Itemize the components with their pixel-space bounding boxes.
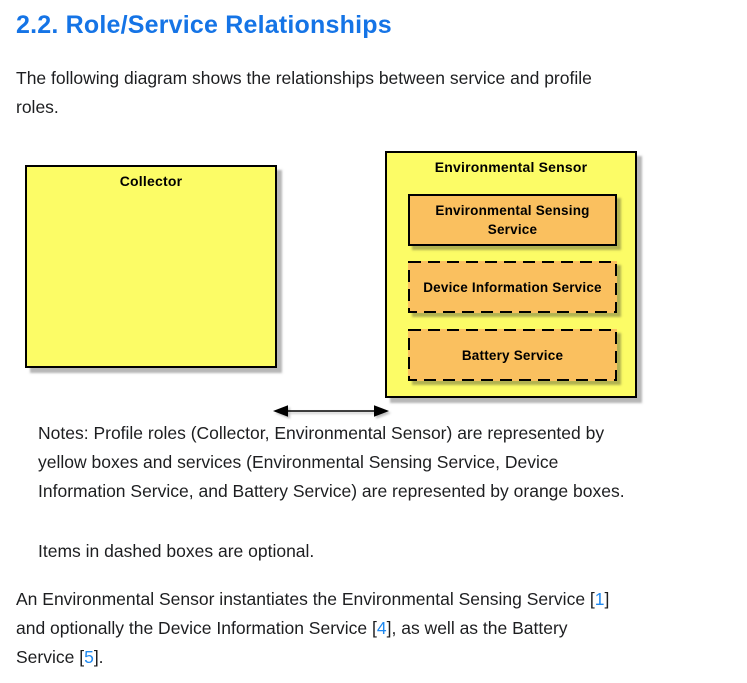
text-line: The following diagram shows the relation… [16,68,592,88]
text-line: roles. [16,97,59,117]
environmental-sensor-role-box: Environmental Sensor Environmental Sensi… [385,151,637,398]
closing-paragraph: An Environmental Sensor instantiates the… [16,585,609,672]
text-line: and optionally the Device Information Se… [16,614,609,643]
text-line: Notes: Profile roles (Collector, Environ… [38,423,605,443]
text-segment: An Environmental Sensor instantiates the… [16,589,595,609]
text-line: An Environmental Sensor instantiates the… [16,585,609,614]
service-label: Environmental Sensing Service [435,203,590,237]
collector-label: Collector [119,173,183,189]
role-service-diagram: Collector Environmental Sensor Environme… [0,145,747,417]
service-label: Device Information Service [423,279,602,295]
text-segment: Service [ [16,647,85,667]
text-segment: ]. [93,647,104,667]
reference-link-1[interactable]: 1 [594,589,605,609]
text-line: yellow boxes and services (Environmental… [38,452,559,472]
reference-link-5[interactable]: 5 [84,647,94,667]
text-segment: and optionally the Device Information Se… [16,618,377,638]
environmental-sensor-label: Environmental Sensor [434,159,588,175]
notes-paragraph: Notes: Profile roles (Collector, Environ… [38,419,625,506]
device-information-service-box: Device Information Service [408,261,617,313]
section-heading: 2.2. Role/Service Relationships [16,11,392,39]
environmental-sensing-service-box: Environmental Sensing Service [408,194,617,246]
bidirectional-arrow-icon [273,405,389,417]
text-line: Information Service, and Battery Service… [38,481,625,501]
service-label: Battery Service [461,347,564,363]
collector-role-box: Collector [25,165,277,368]
intro-paragraph: The following diagram shows the relation… [16,64,592,122]
text-segment: ] [604,589,610,609]
reference-link-4[interactable]: 4 [376,618,387,638]
battery-service-box: Battery Service [408,329,617,381]
text-line: Items in dashed boxes are optional. [38,541,315,561]
text-line: Service [5]. [16,643,609,672]
text-segment: ], as well as the Battery [386,618,568,638]
optional-note-paragraph: Items in dashed boxes are optional. [38,537,314,566]
